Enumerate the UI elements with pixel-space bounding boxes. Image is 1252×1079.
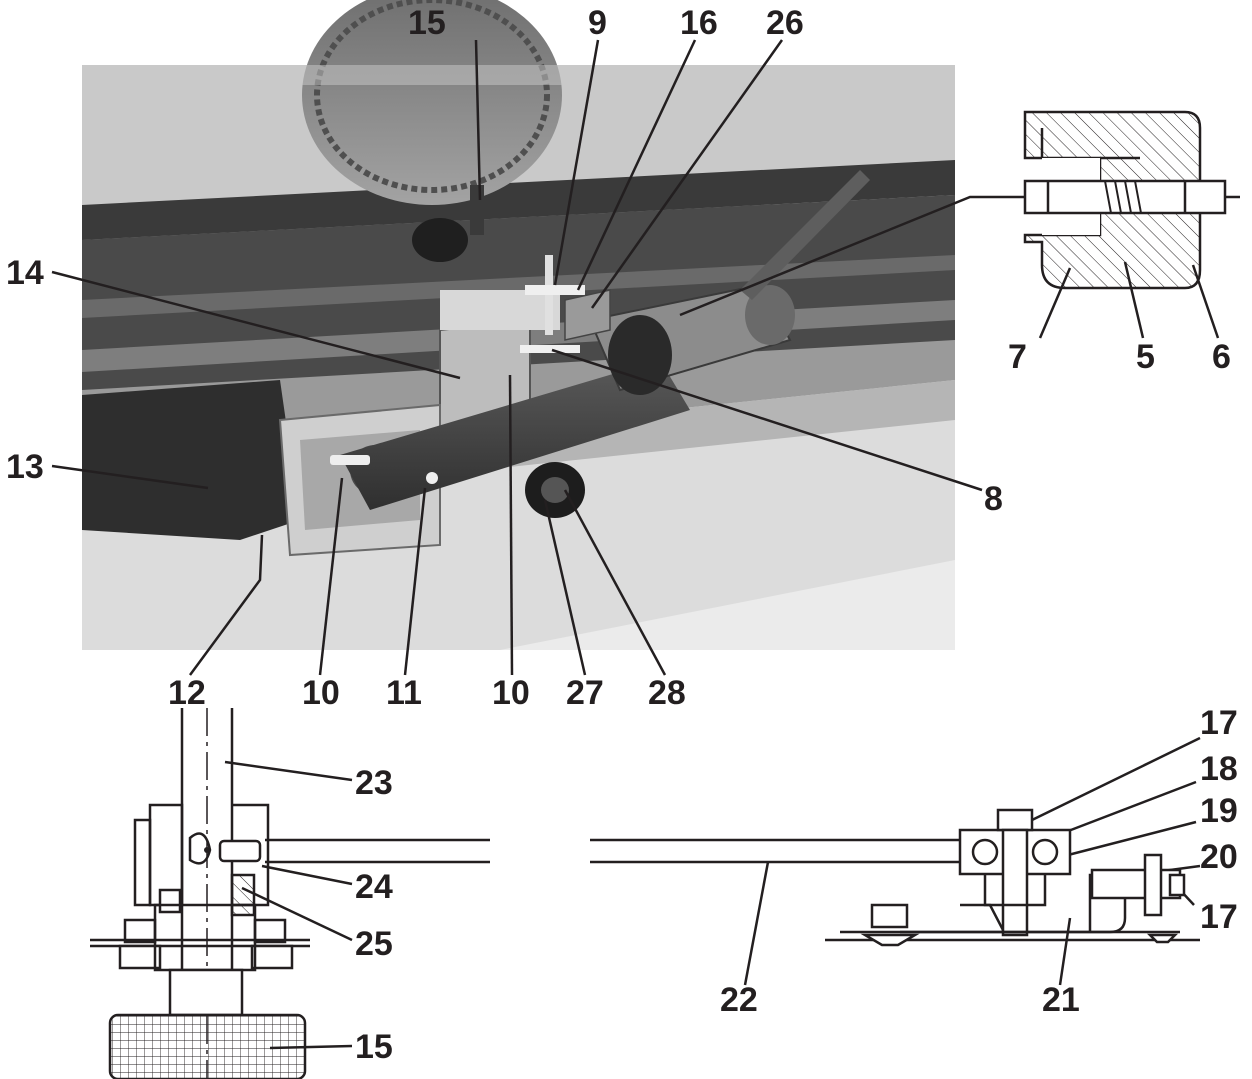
callout-11: 11	[386, 674, 422, 712]
callout-22: 22	[720, 981, 758, 1019]
section-detail	[1023, 110, 1240, 290]
callout-5: 5	[1136, 338, 1155, 376]
callout-20: 20	[1200, 838, 1238, 876]
callout-7: 7	[1008, 338, 1027, 376]
callout-26: 26	[766, 4, 804, 42]
shaft-assembly	[90, 708, 985, 1079]
callout-21: 21	[1042, 981, 1080, 1019]
callout-13: 13	[6, 448, 44, 486]
callout-14: 14	[6, 254, 44, 292]
callout-17-top: 17	[1200, 704, 1238, 742]
photo-panel	[82, 0, 955, 650]
callout-10-left: 10	[302, 674, 340, 712]
callout-28: 28	[648, 674, 686, 712]
callout-27: 27	[566, 674, 604, 712]
callout-9: 9	[588, 4, 607, 42]
callout-19: 19	[1200, 792, 1238, 830]
callout-16: 16	[680, 4, 718, 42]
leader-lines	[51, 39, 1220, 1050]
callout-17-right: 17	[1200, 898, 1238, 936]
bearing-assembly	[825, 808, 1200, 947]
callout-24: 24	[355, 868, 393, 906]
callout-15-bottom: 15	[355, 1028, 393, 1066]
callout-18: 18	[1200, 750, 1238, 788]
callout-6: 6	[1212, 338, 1231, 376]
callout-10-right: 10	[492, 674, 530, 712]
leader-dots	[204, 847, 210, 853]
callout-8: 8	[984, 480, 1003, 518]
callout-23: 23	[355, 764, 393, 802]
callout-25: 25	[355, 925, 393, 963]
callout-15-top: 15	[408, 4, 446, 42]
callout-12: 12	[168, 674, 206, 712]
